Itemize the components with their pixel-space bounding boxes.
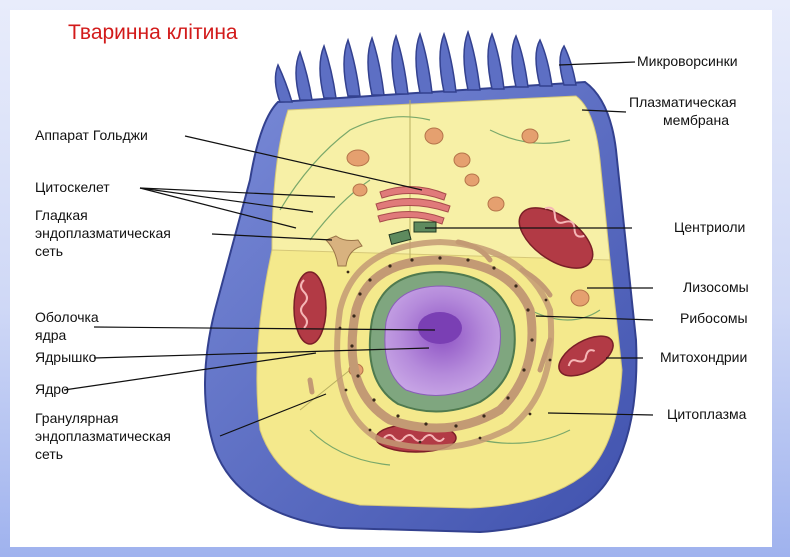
label-rough-er-line2: эндоплазматическая (35, 428, 171, 445)
label-golgi: Аппарат Гольджи (35, 127, 148, 144)
label-rough-er-line3: сеть (35, 446, 63, 463)
diagram-slide: Тваринна клітина Аппарат Гольджи Цитоске… (10, 10, 772, 547)
label-mitochondria: Митохондрии (660, 349, 747, 366)
nucleolus-shape (418, 312, 462, 344)
label-smooth-er-line1: Гладкая (35, 207, 88, 224)
label-ribosomes: Рибосомы (680, 310, 748, 327)
label-membrane-line1: Плазматическая (629, 94, 737, 111)
diagram-title: Тваринна клітина (68, 21, 238, 45)
label-rough-er-line1: Гранулярная (35, 410, 118, 427)
label-nucleus: Ядро (35, 381, 69, 398)
label-envelope-line2: ядра (35, 327, 66, 344)
label-envelope-line1: Оболочка (35, 309, 99, 326)
animal-cell-diagram (10, 10, 772, 547)
label-smooth-er-line2: эндоплазматическая (35, 225, 171, 242)
label-centrioles: Центриоли (674, 219, 745, 236)
label-nucleolus: Ядрышко (35, 349, 96, 366)
label-lysosomes: Лизосомы (683, 279, 749, 296)
label-cytoplasm: Цитоплазма (667, 406, 746, 423)
label-microvilli: Микроворсинки (637, 53, 738, 70)
label-cytoskeleton: Цитоскелет (35, 179, 110, 196)
label-membrane-line2: мембрана (663, 112, 729, 129)
label-smooth-er-line3: сеть (35, 243, 63, 260)
